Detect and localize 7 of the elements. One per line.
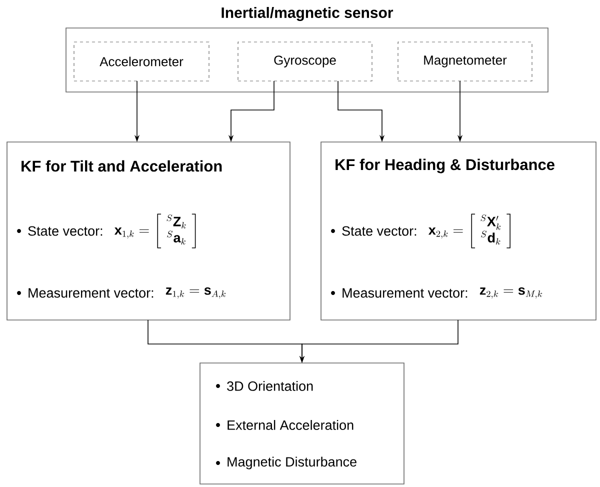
- filter-box: KF for Tilt and Acceleration State vector: $\mathbf{x}_{1,k}=\left[\begin{array}{c}{}^{S}\mathbf{Z}_{k}\\ {}^{S}\mathbf{a}_{k}\end{array}\right]$ Measurement vector: $\mathbf{z}_{1,k}=\mathbf{s}_{A,k}$: [6, 142, 290, 320]
- filter-box: KF for Heading & Disturbance State vector: $\mathbf{x}_{2,k}=\left[\begin{array}{c}{}^{S}\mathbf{X}'_{k}\\ {}^{S}\mathbf{d}_{k}\end{array}\right]$ Measurement vector: $\mathbf{z}_{2,k}=\mathbf{s}_{M,k}$: [320, 142, 596, 320]
- sensor-box: Gyroscope: [238, 42, 372, 82]
- sensor-box: Accelerometer: [74, 42, 210, 82]
- node-label: Inertial/magnetic sensor: [222, 6, 394, 22]
- output-box: 3D Orientation External Acceleration Magnetic Disturbance: [200, 362, 404, 484]
- sensor-box: Magnetometer: [398, 42, 532, 82]
